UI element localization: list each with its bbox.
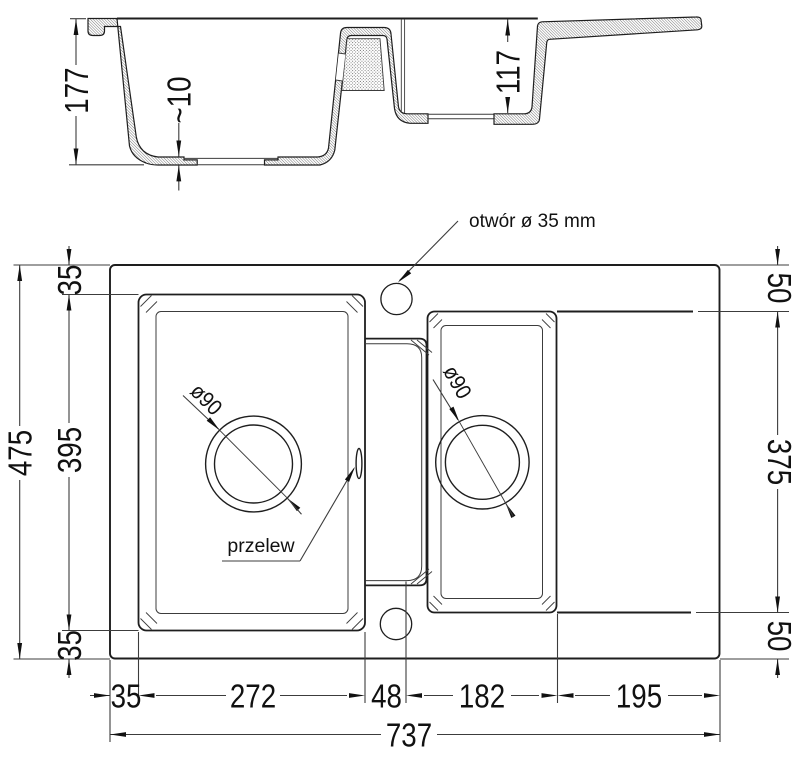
svg-text:395: 395 [52, 427, 89, 473]
svg-text:50: 50 [760, 621, 797, 652]
svg-text:737: 737 [386, 717, 432, 754]
svg-text:177: 177 [59, 67, 96, 113]
svg-text:35: 35 [111, 678, 142, 715]
svg-text:~10: ~10 [161, 76, 198, 123]
svg-text:48: 48 [371, 678, 402, 715]
svg-text:50: 50 [760, 273, 797, 304]
svg-text:272: 272 [230, 678, 276, 715]
svg-text:przelew: przelew [227, 535, 295, 557]
svg-text:182: 182 [459, 678, 505, 715]
svg-text:35: 35 [52, 630, 89, 661]
svg-text:475: 475 [2, 430, 39, 476]
svg-text:35: 35 [52, 265, 89, 296]
svg-text:otwór ø 35 mm: otwór ø 35 mm [469, 211, 596, 232]
svg-text:195: 195 [616, 678, 662, 715]
svg-text:117: 117 [490, 50, 527, 94]
svg-text:ø90: ø90 [185, 379, 226, 420]
svg-text:375: 375 [760, 439, 797, 485]
